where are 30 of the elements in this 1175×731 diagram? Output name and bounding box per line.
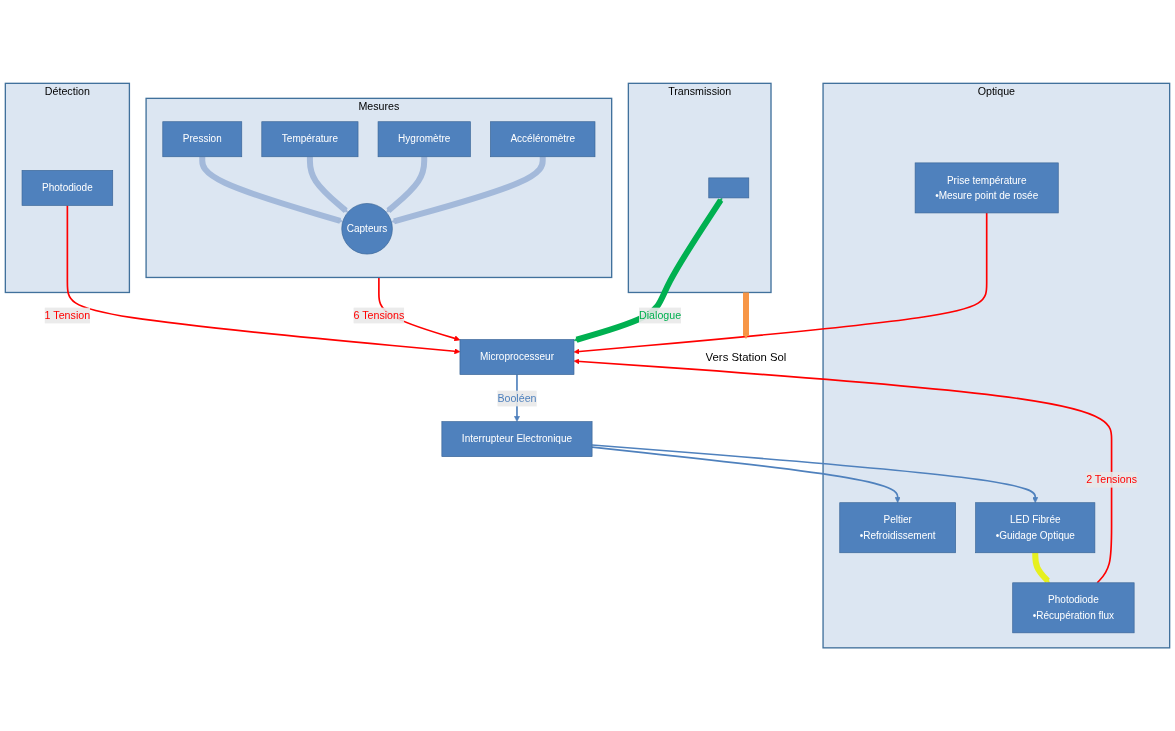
edge-label: Booléen — [497, 392, 537, 404]
edge-label: Dialogue — [638, 309, 682, 321]
node-box: Prise température •Mesure point de rosée — [914, 162, 1059, 214]
arrow — [742, 292, 749, 339]
edge-label: 6 Tensions — [353, 309, 405, 321]
arrow — [573, 358, 1113, 584]
node-box: LED Fibrée •Guidage Optique — [975, 502, 1096, 553]
arrow — [573, 212, 988, 355]
node-box: Photodiode •Récupération flux — [1012, 582, 1135, 634]
node-box: Microprocesseur — [459, 339, 575, 375]
arrow — [591, 444, 1039, 503]
arrow — [386, 156, 428, 213]
node-box: Pression — [162, 121, 243, 157]
node-text: Vers Station Sol — [705, 350, 787, 364]
node-box: Température — [261, 121, 359, 157]
arrow — [199, 156, 344, 224]
edge-label: 1 Tension — [44, 309, 91, 321]
node-box: Hygromètre — [377, 121, 471, 157]
node-box: Interrupteur Electronique — [441, 421, 593, 457]
node-circle: Capteurs — [341, 203, 393, 255]
cluster: Transmission — [627, 82, 772, 294]
node-box: Peltier •Refroidissement — [839, 502, 956, 553]
arrow — [573, 197, 724, 343]
arrow — [306, 156, 349, 213]
arrow — [1032, 552, 1050, 583]
node-box: Accéléromètre — [490, 121, 596, 157]
node-box: Photodiode — [21, 169, 114, 206]
edge-label: 2 Tensions — [1086, 473, 1137, 485]
arrow — [591, 446, 901, 503]
node-box — [708, 177, 750, 199]
